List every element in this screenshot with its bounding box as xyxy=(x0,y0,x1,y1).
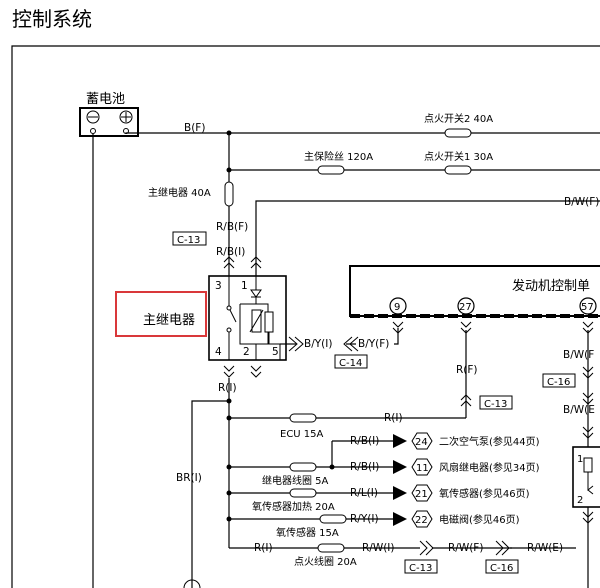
svg-text:57: 57 xyxy=(581,302,594,313)
wire-label-rbi: R/B(I) xyxy=(216,246,245,258)
wire-label-ri-main: R(I) xyxy=(218,382,237,394)
battery-positive-terminal xyxy=(119,110,133,124)
fuse-label-o2: 氧传感器 15A xyxy=(276,526,339,539)
fuse-ign2 xyxy=(444,128,472,138)
ref-22-number: 22 xyxy=(415,515,428,526)
svg-text:C-13: C-13 xyxy=(177,235,200,246)
svg-text:9: 9 xyxy=(394,302,400,313)
ecm-label: 发动机控制单 xyxy=(512,278,590,294)
svg-text:C-13: C-13 xyxy=(409,563,432,574)
fuse-label-coil: 继电器线圈 5A xyxy=(262,474,329,487)
ref-11-text: 风扇继电器(参见34页) xyxy=(439,461,540,474)
fuse-ecu xyxy=(289,413,317,423)
relay-pin-1: 1 xyxy=(241,280,248,292)
wire-label-bwf-right: B/W(F xyxy=(563,349,594,361)
ecm-pin-27 xyxy=(457,297,475,315)
fuse-coil xyxy=(289,462,317,472)
fuse-label-igncoil: 点火线圈 20A xyxy=(294,555,357,568)
relay-internal-schematic xyxy=(226,276,281,360)
ref-24-text: 二次空气泵(参见44页) xyxy=(439,435,540,448)
fuse-label-relay40: 主继电器 40A xyxy=(148,186,211,199)
wire-label-rbi-11: R/B(I) xyxy=(350,461,379,473)
fuse-label-o2heat: 氧传感器加热 20A xyxy=(252,500,335,513)
relay-pin-2: 2 xyxy=(243,346,250,358)
svg-text:C-16: C-16 xyxy=(490,563,513,574)
reference-arrows xyxy=(393,432,433,528)
ecm-pin-57 xyxy=(579,297,597,315)
connector-c16-bottom: C-16 xyxy=(485,559,519,574)
wire-label-ri-ign: R(I) xyxy=(254,542,273,554)
wire-label-rwf: R/W(F) xyxy=(448,542,483,554)
relay-highlight-box xyxy=(115,291,207,337)
fuse-label-main: 主保险丝 120A xyxy=(304,150,373,163)
battery-label: 蓄电池 xyxy=(86,92,125,107)
relay-pin-5: 5 xyxy=(272,346,279,358)
svg-text:C-13: C-13 xyxy=(484,399,507,410)
fuse-main xyxy=(317,165,345,175)
ref-21-number: 21 xyxy=(415,489,428,500)
fuse-relay40 xyxy=(224,181,234,207)
connector-c13-top: C-13 xyxy=(172,231,207,246)
fuse-label-ecu: ECU 15A xyxy=(280,429,324,440)
wire-label-rbi-24: R/B(I) xyxy=(350,435,379,447)
svg-text:27: 27 xyxy=(459,302,472,313)
wire-label-byi: B/Y(I) xyxy=(304,338,332,350)
wire-label-rf: R(F) xyxy=(456,364,478,376)
svg-text:2: 2 xyxy=(577,495,583,506)
svg-text:1: 1 xyxy=(577,454,583,465)
ref-22-text: 电磁阀(参见46页) xyxy=(439,513,520,526)
ref-24-number: 24 xyxy=(415,437,428,448)
wire-label-ryi: R/Y(I) xyxy=(350,513,379,525)
wire-label-rwi: R/W(I) xyxy=(362,542,395,554)
fuse-label-ign2: 点火开关2 40A xyxy=(424,112,493,125)
wire-label-bri: BR(I) xyxy=(176,472,202,484)
wire-label-bwe-right: B/W(E xyxy=(563,404,595,416)
wire-label-byf: B/Y(F) xyxy=(358,338,389,350)
fuse-igncoil xyxy=(317,543,345,553)
connector-c16-right: C-16 xyxy=(542,373,576,388)
relay-label: 主继电器 xyxy=(143,313,195,328)
bwf-wire xyxy=(255,200,600,276)
connector-c14: C-14 xyxy=(334,354,368,369)
ecm-pin-9 xyxy=(389,297,407,315)
battery-positive-wire xyxy=(125,132,600,134)
wire-label-bwf: B/W(F) xyxy=(564,196,599,208)
connector-c13-bottom: C-13 xyxy=(404,559,438,574)
ref-11-number: 11 xyxy=(416,463,429,474)
relay-pin-4: 4 xyxy=(215,346,222,358)
wire-label-rwe: R/W(E) xyxy=(527,542,563,554)
svg-text:C-14: C-14 xyxy=(339,358,362,369)
page-title: 控制系统 xyxy=(12,7,92,31)
diagram-frame xyxy=(11,45,600,588)
relay-pin-3: 3 xyxy=(215,280,222,292)
ecm-box xyxy=(349,265,600,317)
right-component-box xyxy=(572,446,600,508)
fuse-o2heat xyxy=(289,488,317,498)
wire-label-bf: B(F) xyxy=(184,122,205,134)
fuse-label-ign1: 点火开关1 30A xyxy=(424,150,493,163)
svg-text:C-16: C-16 xyxy=(547,377,570,388)
fuse-o2 xyxy=(319,514,347,524)
wire-label-ri-ecu: R(I) xyxy=(384,412,403,424)
connector-chevron xyxy=(223,256,235,269)
fuse-ign1 xyxy=(444,165,472,175)
main-fuse-wire xyxy=(228,133,600,171)
wire-label-rli: R/L(I) xyxy=(350,487,378,499)
ref-21-text: 氧传感器(参见46页) xyxy=(439,487,530,500)
connector-c13-mid: C-13 xyxy=(479,395,513,410)
wire-label-rbf: R/B(F) xyxy=(216,221,248,233)
battery-negative-terminal xyxy=(86,110,100,124)
